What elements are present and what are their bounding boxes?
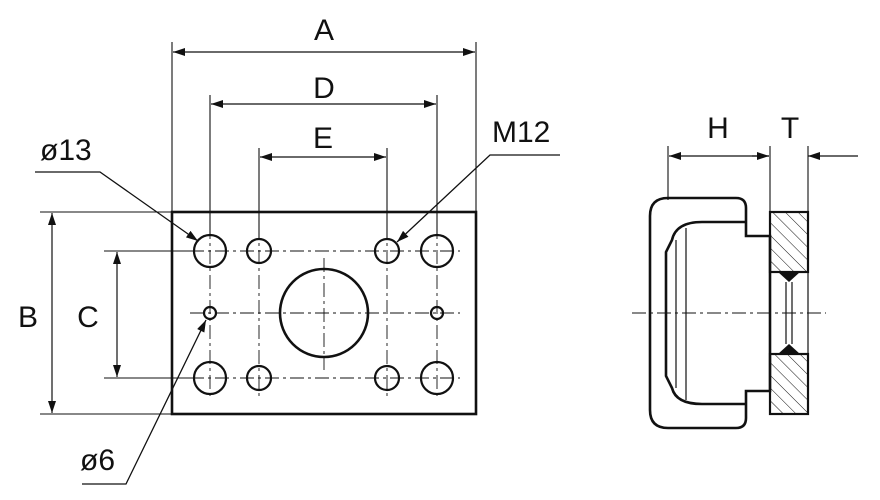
central-bore xyxy=(278,267,370,359)
seal-bottom xyxy=(778,344,800,354)
label-e: E xyxy=(313,122,333,155)
dimensions-side: H T xyxy=(667,112,858,212)
plate-section-bottom xyxy=(768,352,810,416)
cap-outline xyxy=(648,196,772,430)
center-lines xyxy=(190,225,460,400)
front-view xyxy=(170,210,478,416)
small-holes xyxy=(202,305,445,321)
label-m12: M12 xyxy=(492,116,550,149)
label-t: T xyxy=(781,112,799,145)
plate-outline xyxy=(170,210,478,416)
side-view xyxy=(632,196,826,430)
leader-m12 xyxy=(396,154,560,243)
leader-d13 xyxy=(35,171,199,242)
label-h: H xyxy=(707,112,729,145)
leader-d6 xyxy=(82,319,207,485)
plate-section-top xyxy=(768,210,810,274)
label-b: B xyxy=(18,301,38,334)
large-holes xyxy=(192,233,455,396)
dimensions-front: A D E B C ø13 M12 ø6 xyxy=(18,14,560,485)
label-c: C xyxy=(77,301,99,334)
seal-top xyxy=(778,272,800,282)
label-d: D xyxy=(313,72,335,105)
label-d13: ø13 xyxy=(40,134,92,167)
label-d6: ø6 xyxy=(80,444,115,477)
threaded-holes xyxy=(245,237,401,392)
cap-inner-step xyxy=(664,220,746,406)
label-a: A xyxy=(314,14,334,47)
